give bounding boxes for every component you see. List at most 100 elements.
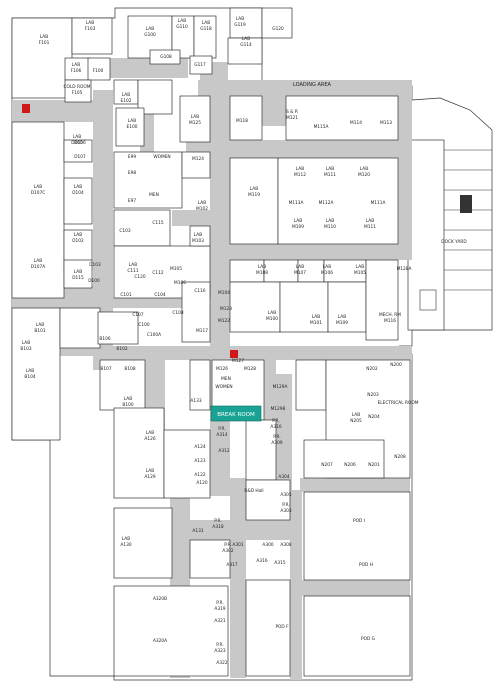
room-name: POD H [359,562,373,568]
room-number: D107A [31,264,46,270]
room-label: A315 [274,560,285,566]
room-name: LAB [34,184,42,190]
room-name: ELECTRICAL ROOM [378,400,419,406]
room-name: LAB [36,322,44,328]
room-number: G110 [176,24,188,30]
red-square-icon[interactable] [22,104,30,113]
room-label: A124 [194,444,205,450]
room-label: A320B [153,596,167,602]
room-name: C100A [147,332,161,338]
room-label: C107 [132,312,143,318]
room-number: A303 [280,508,291,514]
room-label: D106 [74,140,86,146]
room-label: A300 [262,542,273,548]
room-label: A320A [153,638,167,644]
room-name: A133 [190,398,201,404]
room-name: M122 [218,318,230,324]
room-label: M106 [174,280,186,286]
room-label: N207 [321,462,333,468]
room-label: POD F [275,624,289,630]
room-label: M104 [218,290,230,296]
room-name: LAB [258,264,266,270]
room-label: C100A [147,332,161,338]
room-number: A309 [271,440,282,446]
room-label: C101 [120,292,131,298]
room-name: M113 [380,120,392,126]
room-name: C115 [152,220,163,226]
room-number: M107 [294,270,306,276]
room-number: F105 [72,90,83,96]
room-name: LAB [366,218,374,224]
room-number: M109 [336,320,348,326]
corridors [12,58,412,680]
room-name: M123 [220,306,232,312]
room-name: A304 [278,474,289,480]
room-name: S & R [286,109,298,115]
room-name: A312 [218,448,229,454]
room-name: LAB [74,184,82,190]
room-name: N203 [367,392,379,398]
room-label: P.R.A302 [222,542,233,554]
room-name: LAB [124,396,132,402]
room-number: M106 [321,270,333,276]
room-number: M125 [189,120,201,126]
room-number: M101 [310,320,322,326]
room-label: POD G [361,636,375,642]
room-name: C108 [172,310,183,316]
room-name: LAB [326,166,334,172]
room-name: LAB [129,262,137,268]
room-number: D102 [72,238,84,244]
room-name: M126 [216,366,228,372]
room-label: A322 [216,660,227,666]
room-label: B102 [116,346,127,352]
room-number: M111 [324,172,336,178]
room-number: A319 [214,606,225,612]
room-number: M112 [294,172,306,178]
room-label: E97 [128,198,136,204]
room-name: A315 [274,560,285,566]
red-square-icon[interactable] [230,350,238,358]
room-label: P.R.A314 [216,426,227,438]
room-number: F101 [39,40,50,46]
room-name: WOMEN [153,154,170,160]
room-name: LAB [296,264,304,270]
room-name: N207 [321,462,333,468]
room-label: P.R.A319 [214,600,225,612]
room-label: N206 [344,462,356,468]
room-name: A320A [153,638,167,644]
room-label: R&D Hall [244,488,263,494]
room-label: A131 [192,528,203,534]
room-name: G120 [272,26,284,32]
room-number: A310 [270,424,281,430]
room-name: P.R. [273,434,281,440]
room-name: C116 [194,288,205,294]
room-label: E99 [128,154,136,160]
room-name: M127 [232,358,244,364]
room-name: LAB [352,412,360,418]
room-name: G117 [194,62,206,68]
room-number: M103 [192,238,204,244]
room-name: LAB [74,269,82,275]
room-label: C100 [138,322,149,328]
room-label: POD I [353,518,365,524]
room-name: M113A [289,200,304,206]
room-name: C104 [154,292,165,298]
room-label: M124 [192,156,204,162]
room-number: D104 [72,190,84,196]
room-name: A320B [153,596,167,602]
break-room-highlight[interactable] [210,405,262,422]
room-name: R&D Hall [244,488,263,494]
room-label: M129A [273,384,288,390]
